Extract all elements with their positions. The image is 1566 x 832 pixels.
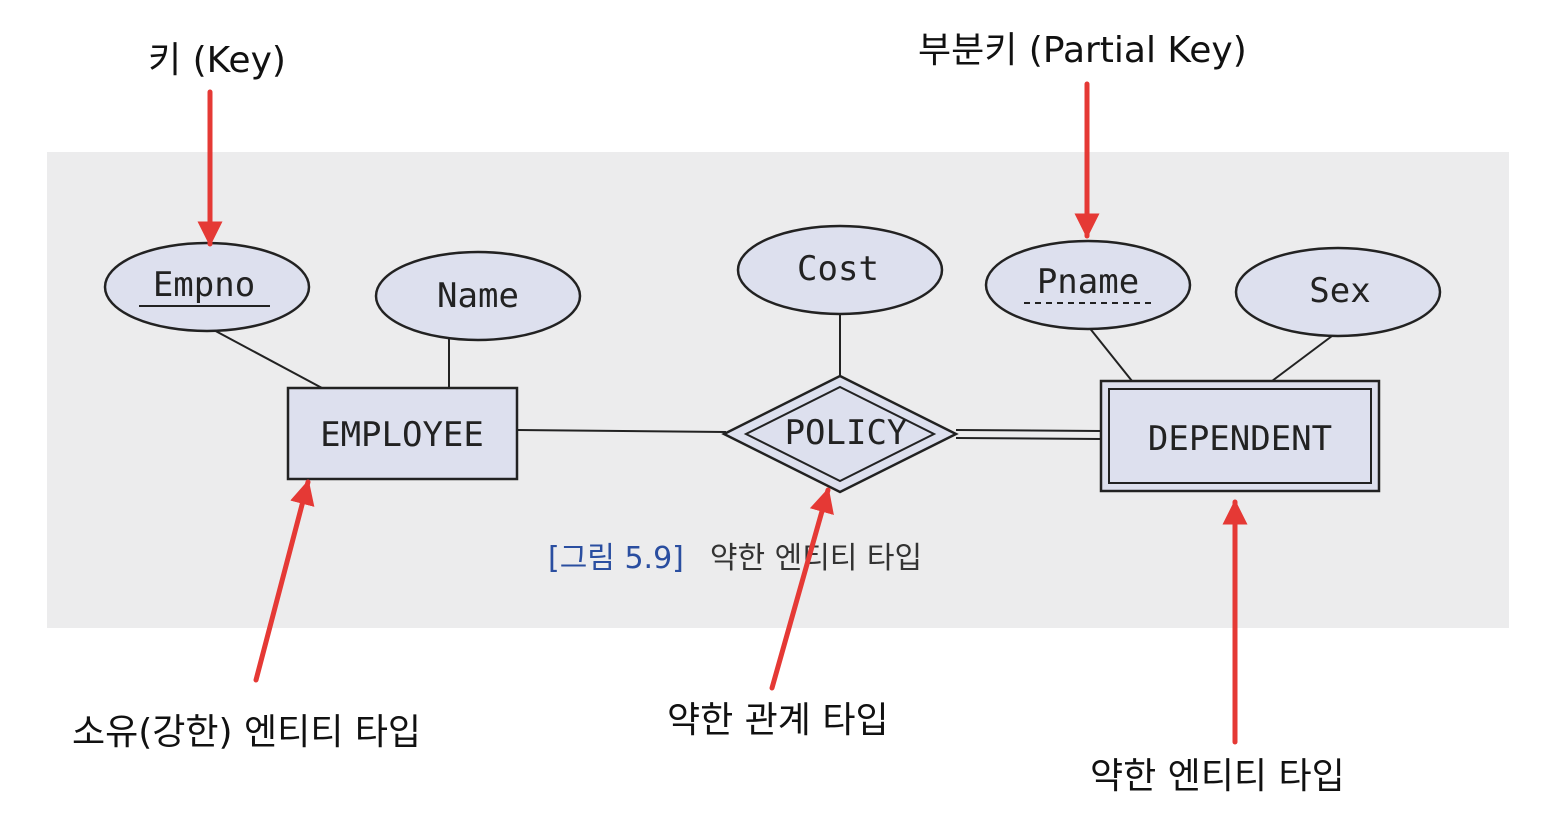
cost-attribute bbox=[736, 224, 944, 316]
name-attribute-label: Name bbox=[437, 276, 519, 316]
annotation-arrows bbox=[197, 81, 1248, 745]
owner-entity-arrow bbox=[253, 479, 315, 683]
pname-dependent-line bbox=[1087, 325, 1133, 382]
dependent-entity-outer bbox=[1099, 379, 1381, 493]
cost-attribute-label: Cost bbox=[797, 249, 879, 289]
name-attribute bbox=[374, 250, 582, 342]
employee-entity-label: EMPLOYEE bbox=[320, 415, 484, 455]
dependent-entity-inner bbox=[1108, 388, 1372, 484]
connectors bbox=[209, 313, 1333, 440]
policy-dependent-line-2 bbox=[955, 437, 1102, 440]
employee-entity bbox=[286, 386, 519, 481]
weak-relationship-annotation: 약한 관계 타입 bbox=[667, 700, 889, 741]
pname-attribute-label: Pname bbox=[1037, 262, 1139, 302]
empno-employee-line bbox=[209, 327, 323, 389]
sex-dependent-line bbox=[1271, 335, 1333, 382]
empno-attribute-label: Empno bbox=[153, 265, 255, 305]
key-annotation: 키 (Key) bbox=[148, 40, 286, 81]
policy-relationship-inner bbox=[743, 385, 937, 483]
sex-attribute bbox=[1234, 246, 1442, 338]
policy-dependent-line-1 bbox=[955, 429, 1102, 432]
figure-caption-number: [그림 5.9] bbox=[548, 541, 684, 576]
figure-caption-text: 약한 엔티티 타입 bbox=[710, 541, 922, 576]
policy-relationship-label: POLICY bbox=[785, 413, 908, 453]
employee-policy-line bbox=[516, 429, 727, 433]
sex-attribute-label: Sex bbox=[1309, 271, 1370, 311]
pname-attribute bbox=[984, 239, 1192, 331]
figure-caption: [그림 5.9] 약한 엔티티 타입 bbox=[548, 541, 922, 576]
partial-key-annotation: 부분키 (Partial Key) bbox=[918, 30, 1247, 71]
dependent-entity-label: DEPENDENT bbox=[1148, 419, 1332, 459]
weak-relationship-arrow bbox=[769, 487, 834, 691]
owner-entity-annotation: 소유(강한) 엔티티 타입 bbox=[72, 712, 421, 753]
policy-relationship-outer bbox=[721, 374, 959, 494]
weak-entity-annotation: 약한 엔티티 타입 bbox=[1090, 756, 1345, 797]
